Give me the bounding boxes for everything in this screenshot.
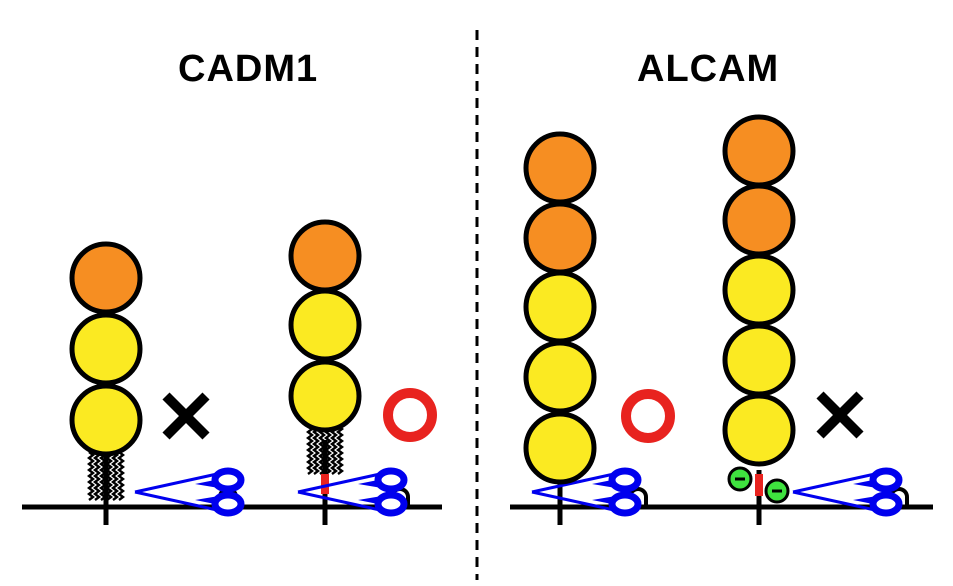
alcam-title: ALCAM (637, 48, 780, 90)
cleavage-linker (321, 474, 329, 494)
alcam-molecule-1 (523, 131, 648, 525)
cross-mark-icon (162, 392, 210, 440)
ig-domain-yellow (523, 411, 597, 485)
circle-mark-icon (383, 388, 437, 442)
ig-domain-orange (722, 114, 796, 188)
ig-domain-yellow (523, 270, 597, 344)
cadm1-molecule-1 (69, 241, 241, 525)
ig-domain-yellow (722, 323, 796, 397)
ig-domain-yellow (288, 288, 362, 362)
cadm1-title: CADM1 (178, 48, 319, 90)
cadm1-molecule-2 (288, 219, 410, 525)
ig-domain-yellow (288, 359, 362, 433)
cleavage-linker (755, 474, 763, 496)
negative-charge-icon (764, 478, 790, 504)
ig-domain-yellow (722, 393, 796, 467)
ig-domain-orange (722, 183, 796, 257)
circle-mark-icon (621, 389, 675, 443)
ig-domain-yellow (69, 312, 143, 386)
ig-domain-orange (523, 201, 597, 275)
ig-domain-orange (288, 219, 362, 293)
ig-domain-yellow (523, 340, 597, 414)
alcam-molecule-2 (722, 114, 909, 525)
negative-charge-icon (727, 466, 753, 492)
ig-domain-yellow (69, 383, 143, 457)
ig-domain-yellow (722, 253, 796, 327)
cross-mark-icon (816, 391, 864, 439)
ig-domain-orange (523, 131, 597, 205)
ig-domain-orange (69, 241, 143, 315)
